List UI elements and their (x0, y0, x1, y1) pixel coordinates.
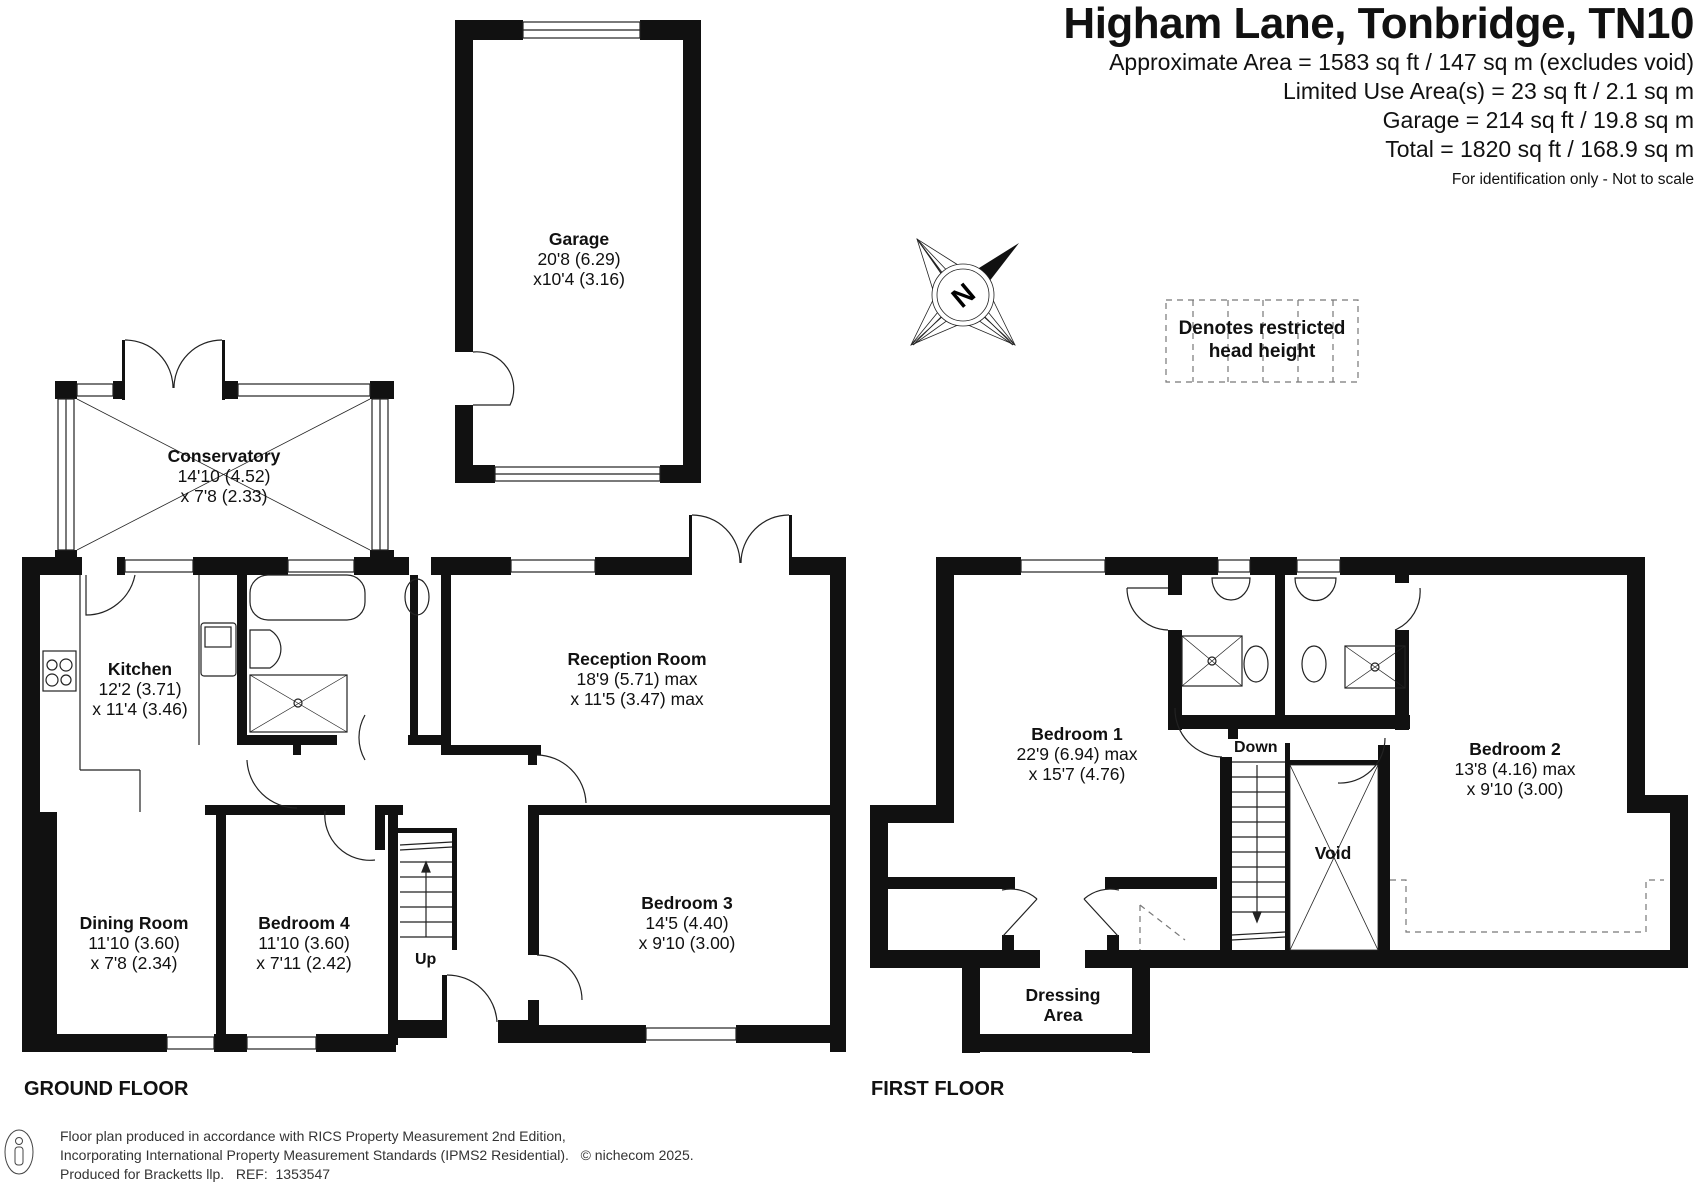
ensuite2-toilet-icon (1301, 645, 1327, 683)
ensuite2-basin-icon (1294, 577, 1337, 602)
first-floor-stairs (1231, 761, 1286, 941)
room-dimension: 12'2 (3.71) (98, 679, 182, 699)
stairs-up-arrow-icon (421, 860, 431, 873)
room-dimension: x 11'4 (3.46) (92, 699, 188, 719)
sink-icon (200, 622, 237, 677)
approximate-area: Approximate Area = 1583 sq ft / 147 sq m… (1109, 49, 1694, 75)
restricted-head-height-legend: Denotes restricted head height (1166, 300, 1358, 382)
toilet-icon (404, 578, 430, 616)
reception-french-doors (691, 514, 790, 564)
room-name: Garage (548, 229, 610, 249)
footer-line: Produced for Bracketts llp. REF: 1353547 (60, 1166, 331, 1182)
room-bedroom-4: Bedroom 4 11'10 (3.60) x 7'11 (2.42) (256, 913, 351, 973)
room-dimension: 20'8 (6.29) (537, 249, 621, 269)
room-dressing-area: Dressing Area (1008, 985, 1118, 1025)
room-dimension: x 15'7 (4.76) (1028, 764, 1126, 784)
ensuite1-toilet-icon (1243, 645, 1269, 683)
void-area (1289, 764, 1379, 951)
room-dimension: 11'10 (3.60) (258, 933, 350, 953)
garage-side-door (472, 351, 515, 406)
identification-note: For identification only - Not to scale (1451, 171, 1694, 188)
room-kitchen: Kitchen 12'2 (3.71) x 11'4 (3.46) (92, 659, 187, 719)
room-name: Bedroom 1 (1031, 724, 1123, 744)
room-dimension: x 7'8 (2.34) (90, 953, 178, 973)
room-dimension: x 7'11 (2.42) (256, 953, 352, 973)
ground-floor-walls (22, 515, 846, 1052)
room-bedroom-1: Bedroom 1 22'9 (6.94) max x 15'7 (4.76) (1016, 724, 1137, 784)
room-dimension: 22'9 (6.94) max (1016, 744, 1138, 764)
room-bedroom-2: Bedroom 2 13'8 (4.16) max x 9'10 (3.00) (1454, 739, 1575, 799)
shower-tray-icon (249, 674, 348, 733)
ensuite1-shower-icon (1181, 635, 1243, 687)
north-arrow-compass-icon: N (910, 238, 1019, 346)
garage-walls (455, 20, 701, 483)
room-garage: Garage 20'8 (6.29) x10'4 (3.16) (533, 229, 625, 289)
room-conservatory: Conservatory 14'10 (4.52) x 7'8 (2.33) (168, 446, 281, 506)
total-area: Total = 1820 sq ft / 168.9 sq m (1385, 136, 1694, 162)
ensuite2-shower-icon (1344, 645, 1406, 689)
property-header: Higham Lane, Tonbridge, TN10 Approximate… (1063, 0, 1694, 192)
room-dimension: 14'5 (4.40) (645, 913, 729, 933)
footer-disclaimer: Floor plan produced in accordance with R… (60, 1127, 694, 1184)
room-dining: Dining Room 11'10 (3.60) x 7'8 (2.34) (80, 913, 189, 973)
ground-floor-label: GROUND FLOOR (24, 1078, 189, 1100)
room-dimension: x 9'10 (3.00) (1466, 779, 1564, 799)
first-floor-walls (870, 557, 1688, 1053)
room-dimension: 14'10 (4.52) (177, 466, 271, 486)
stairs-down-label: Down (1234, 739, 1278, 756)
hob-icon (42, 650, 77, 692)
legend-text: Denotes restricted head height (1178, 318, 1346, 362)
limited-use-area: Limited Use Area(s) = 23 sq ft / 2.1 sq … (1283, 78, 1694, 104)
room-dimension: 13'8 (4.16) max (1454, 759, 1576, 779)
room-dimension: 11'10 (3.60) (88, 933, 180, 953)
ground-floor-stairs (399, 841, 453, 938)
basin-icon (249, 629, 282, 669)
room-name: Bedroom 2 (1469, 739, 1561, 759)
first-floor-label: FIRST FLOOR (871, 1078, 1005, 1100)
kitchen-conservatory-door (85, 574, 136, 616)
room-name: Reception Room (567, 649, 707, 669)
stairs-down-arrow-icon (1252, 911, 1262, 924)
room-reception: Reception Room 18'9 (5.71) max x 11'5 (3… (567, 649, 706, 709)
restricted-head-height-bedroom2 (1390, 879, 1664, 933)
room-name: Void (1314, 843, 1352, 863)
front-door (446, 974, 498, 1023)
room-name: Bedroom 3 (641, 893, 733, 913)
ensuite1-basin-icon (1211, 577, 1251, 601)
room-void: Void (1315, 843, 1352, 863)
conservatory-french-doors (124, 339, 223, 389)
stairs-up-label: Up (415, 951, 437, 968)
garage-area: Garage = 214 sq ft / 19.8 sq m (1382, 107, 1694, 133)
bath-icon (249, 574, 366, 621)
footer-line: Floor plan produced in accordance with R… (60, 1128, 566, 1144)
room-name: Bedroom 4 (258, 913, 350, 933)
room-dimension: x10'4 (3.16) (533, 269, 625, 289)
footer-line: Incorporating International Property Mea… (60, 1147, 694, 1163)
room-bedroom-3: Bedroom 3 14'5 (4.40) x 9'10 (3.00) (639, 893, 736, 953)
room-name: Dressing Area (1025, 985, 1101, 1025)
restricted-head-height-bedroom1 (1139, 904, 1186, 950)
ipms-person-icon (4, 1129, 34, 1175)
property-title: Higham Lane, Tonbridge, TN10 (1063, 0, 1694, 48)
room-name: Kitchen (107, 659, 173, 679)
room-dimension: 18'9 (5.71) max (576, 669, 698, 689)
room-dimension: x 11'5 (3.47) max (570, 689, 704, 709)
room-dimension: x 7'8 (2.33) (180, 486, 268, 506)
room-name: Conservatory (167, 446, 281, 466)
room-dimension: x 9'10 (3.00) (638, 933, 736, 953)
room-name: Dining Room (79, 913, 189, 933)
